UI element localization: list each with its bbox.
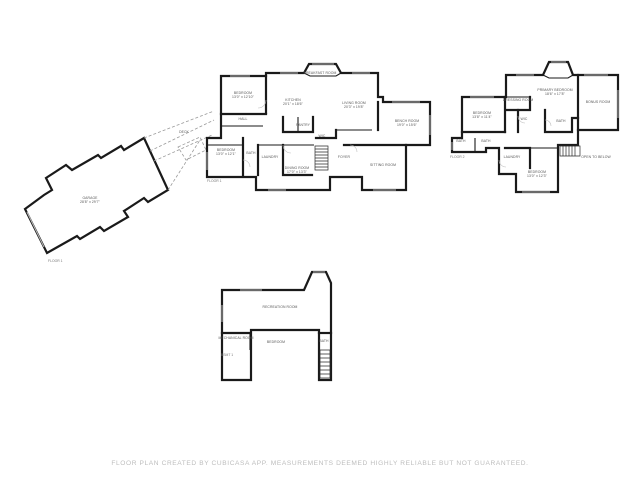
bath-upper3-name: BATH bbox=[556, 119, 566, 123]
deck-name: DECK bbox=[179, 130, 189, 134]
bedroom-main-name: BEDROOM bbox=[234, 91, 252, 95]
kitchen-size: 20'1" x 18'6" bbox=[283, 102, 304, 106]
bath-bsmt-name: BATH bbox=[319, 339, 329, 343]
foyer-name: FOYER bbox=[338, 155, 351, 159]
bedroom-upper1-name: BEDROOM bbox=[473, 111, 491, 115]
bedroom-upper1-size: 13'8" x 11'4" bbox=[472, 115, 492, 119]
disclaimer-footer: FLOOR PLAN CREATED BY CUBICASA APP. MEAS… bbox=[111, 460, 529, 467]
main-floor-structure bbox=[205, 62, 432, 192]
recreation-room-name: RECREATION ROOM bbox=[263, 305, 298, 309]
dining-size: 17'0" x 13'3" bbox=[287, 170, 308, 174]
garage-size: 28'8" x 29'7" bbox=[80, 200, 101, 204]
upper-floor-label: FLOOR 2 bbox=[450, 155, 465, 159]
sitting-name: SITTING ROOM bbox=[370, 163, 396, 167]
wic-main-name: WIC bbox=[319, 134, 326, 138]
basement-floor-label: BSMT 1 bbox=[221, 353, 233, 357]
upper-floor-structure bbox=[450, 60, 620, 194]
primary-bedroom-name: PRIMARY BEDROOM bbox=[537, 88, 572, 92]
bedroom2-size: 13'0" x 12'1" bbox=[216, 152, 237, 156]
garage-structure bbox=[23, 110, 215, 255]
hall-main-name: HALL bbox=[239, 117, 248, 121]
bedroom-upper2-name: BEDROOM bbox=[528, 170, 546, 174]
bedroom2-name: BEDROOM bbox=[217, 148, 235, 152]
bath-upper-left-name: BATH bbox=[456, 139, 466, 143]
bench-room-name: BENCH ROOM bbox=[395, 119, 419, 123]
garage-name: GARAGE bbox=[82, 196, 98, 200]
breakfast-name: BREAKFAST ROOM bbox=[304, 71, 337, 75]
primary-bedroom-size: 18'6" x 17'8" bbox=[545, 92, 566, 96]
bedroom-main-size: 13'0" x 12'10" bbox=[232, 95, 255, 99]
bench-room-size: 19'0" x 15'6" bbox=[397, 123, 418, 127]
dressing-room-name: DRESSING ROOM bbox=[503, 98, 534, 102]
pantry-name: PANTRY bbox=[296, 123, 311, 127]
bath-upper2-name: BATH bbox=[481, 139, 491, 143]
garage-floor-label: FLOOR 1 bbox=[48, 259, 63, 263]
living-size: 20'3" x 19'8" bbox=[344, 105, 365, 109]
dining-name: DINING ROOM bbox=[285, 166, 310, 170]
living-name: LIVING ROOM bbox=[342, 101, 366, 105]
bedroom-bsmt-name: BEDROOM bbox=[267, 340, 285, 344]
bath-main-name: BATH bbox=[246, 151, 256, 155]
basement-structure bbox=[220, 270, 333, 382]
laundry-upper-name: LAUNDRY bbox=[504, 155, 521, 159]
mechanical-room-name: MECHANICAL ROOM bbox=[218, 336, 253, 340]
laundry-main-name: LAUNDRY bbox=[262, 155, 279, 159]
open-to-below-name: OPEN TO BELOW bbox=[581, 155, 611, 159]
bonus-room-name: BONUS ROOM bbox=[586, 100, 611, 104]
main-floor-label: FLOOR 1 bbox=[207, 179, 222, 183]
wic-upper-name: WIC bbox=[521, 117, 528, 121]
kitchen-name: KITCHEN bbox=[285, 98, 301, 102]
bedroom-upper2-size: 13'0" x 12'3" bbox=[527, 174, 548, 178]
